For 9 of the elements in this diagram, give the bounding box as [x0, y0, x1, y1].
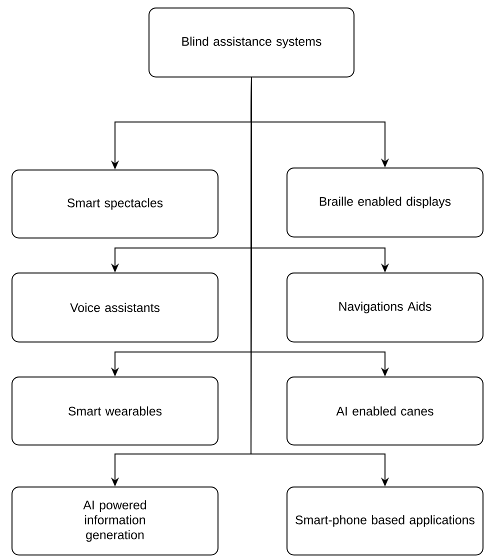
- category-box: Smart wearables: [12, 376, 218, 446]
- category-box: Smart spectacles: [12, 170, 218, 238]
- category-box: Blind assistance systems: [148, 8, 354, 78]
- category-box: AI enabled canes: [286, 376, 484, 446]
- category-box: AI powered information generation: [12, 486, 218, 556]
- category-box: Navigations Aids: [286, 272, 484, 342]
- category-box: Voice assistants: [12, 272, 218, 342]
- category-box: Smart-phone based applications: [286, 486, 484, 556]
- category-box: Braille enabled displays: [286, 168, 484, 238]
